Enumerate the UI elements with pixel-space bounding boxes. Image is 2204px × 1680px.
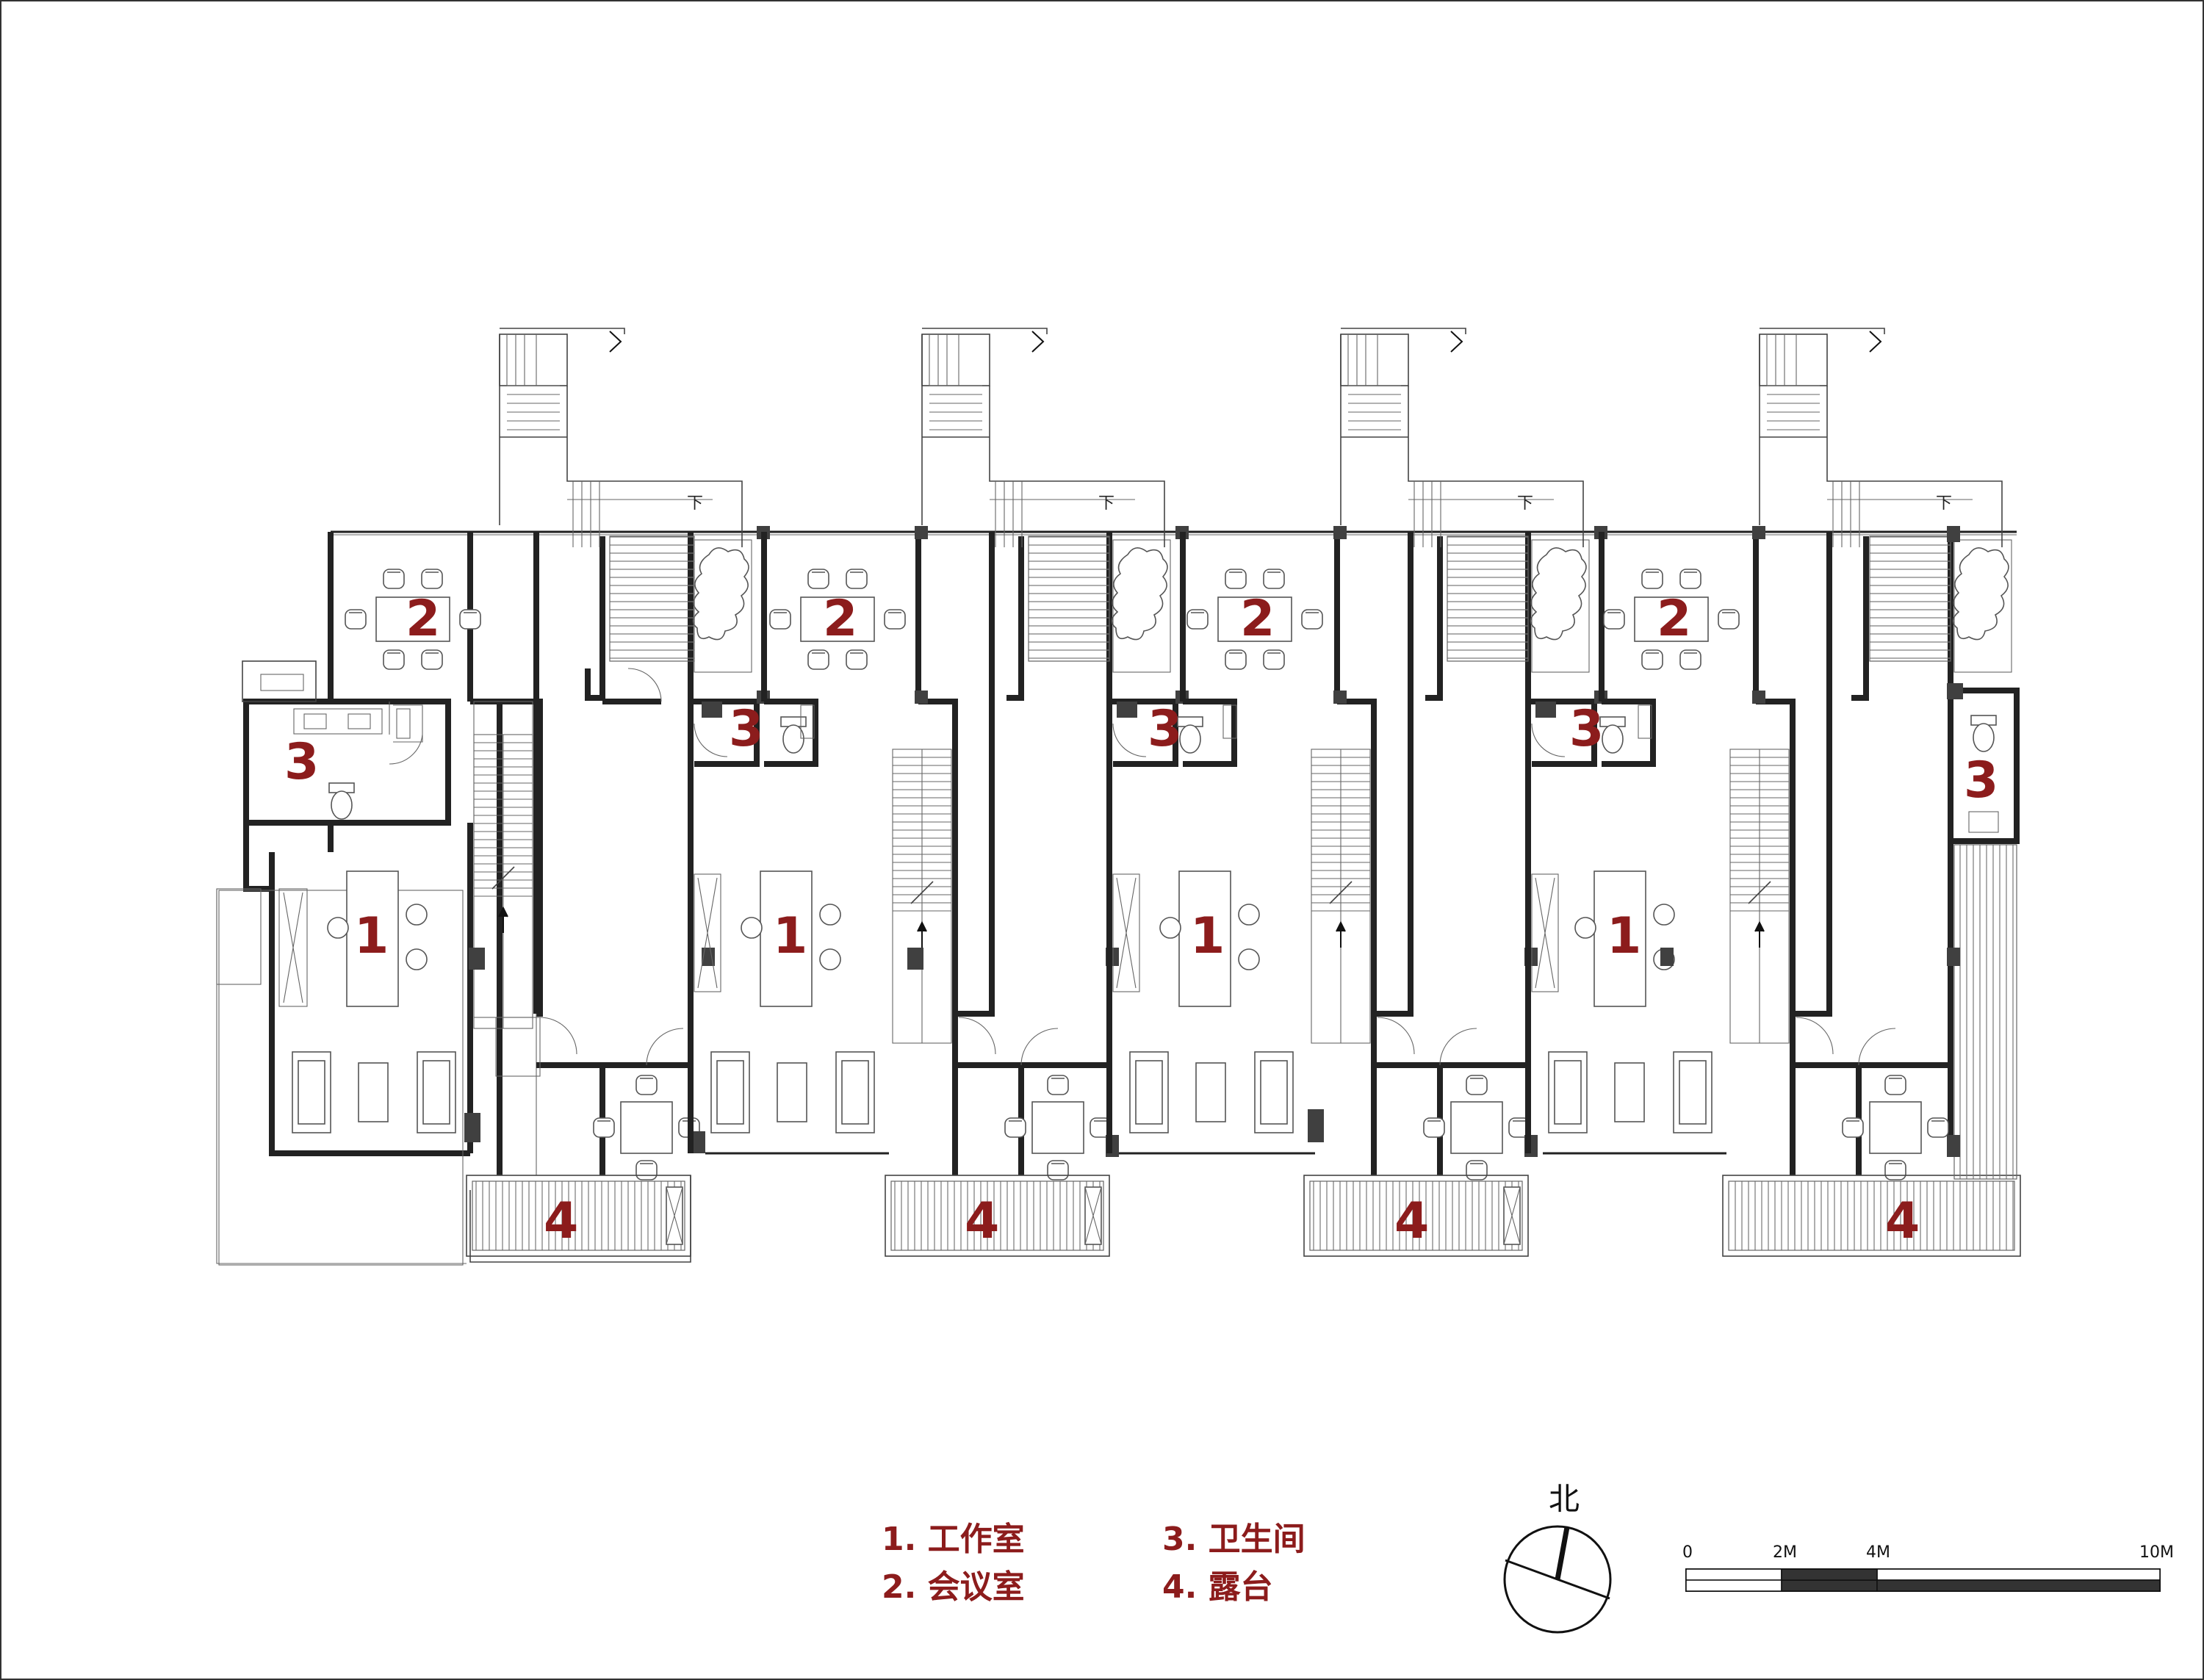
legend-item-2: 2. 会议室: [882, 1568, 1025, 1606]
scale-tick-0: 0: [1682, 1543, 1693, 1562]
scale-tick-10m: 10M: [2139, 1543, 2174, 1562]
room-label-2: 2: [823, 590, 857, 648]
legend-item-1: 1. 工作室: [882, 1521, 1025, 1558]
room-label-3: 3: [729, 700, 763, 758]
north-label: 北: [1549, 1481, 1580, 1517]
room-label-2: 2: [1657, 590, 1691, 648]
legend: 1. 工作室 2. 会议室 3. 卫生间 4. 露台: [882, 1521, 1306, 1606]
room-label-4: 4: [1394, 1192, 1429, 1250]
room-label-4: 4: [965, 1192, 999, 1250]
room-label-4: 4: [1885, 1192, 1920, 1250]
room-label-2: 2: [1240, 590, 1275, 648]
room-label-1: 1: [773, 907, 807, 965]
stair-down-label-1: 下: [687, 494, 703, 513]
room-labels: 2 2 2 2 3 3 3 3 3 1 1 1 1 4 4 4 4: [284, 590, 1998, 1250]
north-arrow-icon: 北: [1503, 1481, 1612, 1634]
room-label-4: 4: [544, 1192, 578, 1250]
stair-down-label-2: 下: [1098, 494, 1114, 513]
scale-tick-4m: 4M: [1866, 1543, 1890, 1562]
room-label-3: 3: [284, 733, 319, 791]
building-outline: 下 下: [216, 328, 2021, 1266]
scale-tick-2m: 2M: [1773, 1543, 1797, 1562]
room-label-2: 2: [406, 590, 440, 648]
room-label-1: 1: [354, 907, 389, 965]
stair-down-label-4: 下: [1936, 494, 1952, 513]
room-label-1: 1: [1607, 907, 1641, 965]
room-label-3: 3: [1569, 700, 1604, 758]
room-label-3: 3: [1964, 751, 1998, 810]
stair-down-label-3: 下: [1517, 494, 1533, 513]
legend-item-3: 3. 卫生间: [1162, 1521, 1306, 1558]
legend-item-4: 4. 露台: [1162, 1568, 1273, 1606]
room-label-3: 3: [1148, 700, 1182, 758]
room-label-1: 1: [1190, 907, 1225, 965]
scale-bar: 0 2M 4M 10M: [1682, 1543, 2174, 1592]
